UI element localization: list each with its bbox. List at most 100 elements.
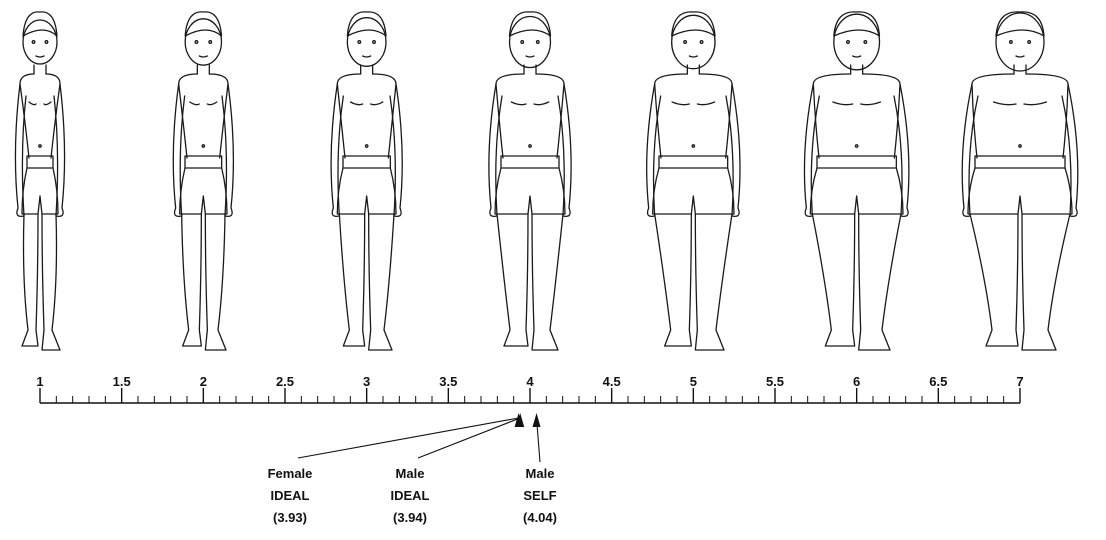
figure-rating-1: [15, 12, 64, 350]
figure-shorts: [495, 156, 565, 214]
figure-eye: [684, 41, 687, 44]
annotation-label: (3.93): [273, 510, 307, 525]
figure-rating-7: [962, 12, 1078, 350]
figure-navel: [365, 145, 367, 147]
figure-mouth: [853, 56, 861, 57]
figure-chest: [833, 102, 881, 105]
figure-rating-6: [804, 12, 908, 350]
figure-arm-right: [390, 84, 402, 216]
figure-eye: [373, 41, 376, 44]
figure-leg-left: [339, 214, 364, 346]
figure-shorts: [180, 156, 227, 214]
annotation-label: IDEAL: [391, 488, 430, 503]
scale-tick-label: 1: [36, 374, 43, 389]
figure-hair: [23, 12, 57, 36]
figure-navel: [202, 145, 204, 147]
annotation-label: (4.04): [523, 510, 557, 525]
figure-navel: [529, 145, 531, 147]
figure-navel: [1019, 145, 1021, 147]
figure-arm-right: [54, 84, 65, 216]
figure-leg-right: [369, 214, 394, 350]
rating-annotations: FemaleIDEAL (3.93) MaleIDEAL (3.94) MaleSELF…: [268, 413, 557, 525]
figure-mouth: [526, 56, 534, 57]
figure-hair: [996, 12, 1044, 36]
figure-mouth: [199, 56, 207, 57]
figure-shorts: [810, 156, 903, 214]
figure-navel: [692, 145, 694, 147]
figure-head: [834, 14, 880, 70]
figure-rating-2: [173, 12, 233, 350]
figure-navel: [39, 145, 41, 147]
figure-mouth: [36, 56, 44, 57]
figure-head: [672, 15, 715, 68]
annotation-label: Female: [268, 466, 313, 481]
figure-chest: [994, 102, 1047, 105]
scale-tick-label: 2: [200, 374, 207, 389]
scale-tick-label: 4: [526, 374, 534, 389]
figure-shorts: [22, 156, 58, 214]
scale-tick-label: 5.5: [766, 374, 784, 389]
annotation-label: Male: [526, 466, 555, 481]
scale-tick-label: 1.5: [113, 374, 131, 389]
figure-eye: [864, 41, 867, 44]
figure-eye: [536, 41, 539, 44]
scale-tick-label: 4.5: [603, 374, 621, 389]
annotation-label: Male: [396, 466, 425, 481]
scale-tick-label: 5: [690, 374, 697, 389]
figure-leg-right: [42, 214, 60, 350]
figure-navel: [855, 145, 857, 147]
scale-tick-label: 6: [853, 374, 860, 389]
scale-tick-label: 7: [1016, 374, 1023, 389]
figure-mouth: [1016, 56, 1024, 57]
figure-arm-left: [331, 84, 343, 216]
figure-chest: [190, 102, 217, 105]
figure-silhouettes: [15, 12, 1077, 350]
figure-leg-left: [812, 214, 854, 346]
figure-head: [510, 17, 551, 68]
figure-shorts: [968, 156, 1072, 214]
figure-rating-3: [331, 12, 402, 350]
figure-leg-right: [695, 214, 732, 350]
annotation-label: SELF: [523, 488, 556, 503]
annotation-label: (3.94): [393, 510, 427, 525]
figure-neck: [197, 65, 209, 74]
figure-leg-left: [970, 214, 1018, 346]
annotation-label: IDEAL: [271, 488, 310, 503]
figure-chest: [511, 102, 548, 105]
figure-eye: [358, 41, 361, 44]
figure-leg-right: [532, 214, 563, 350]
figure-neck: [1014, 65, 1026, 74]
figure-head: [185, 19, 221, 65]
figure-shorts: [653, 156, 734, 214]
annotation-arrowhead: [533, 413, 541, 427]
figure-arm-left: [15, 84, 26, 216]
figure-rating-4: [489, 12, 571, 350]
scale-tick-label: 2.5: [276, 374, 294, 389]
scale-tick-label: 6.5: [929, 374, 947, 389]
figure-rating-5: [647, 12, 740, 350]
figure-eye: [1028, 41, 1031, 44]
figure-eye: [1010, 41, 1013, 44]
figure-leg-left: [182, 214, 202, 346]
figure-mouth: [689, 56, 697, 57]
figure-neck: [34, 65, 46, 74]
scale-tick-label: 3.5: [439, 374, 457, 389]
figure-eye: [209, 41, 212, 44]
figure-eye: [195, 41, 198, 44]
figure-head: [996, 13, 1044, 71]
figure-arm-left: [173, 84, 184, 216]
figure-shorts: [337, 156, 396, 214]
figure-neck: [687, 65, 699, 74]
figure-chest: [351, 102, 383, 105]
annotation-pointer-line: [298, 418, 519, 458]
figure-leg-right: [859, 214, 901, 350]
figure-eye: [45, 41, 48, 44]
figure-eye: [847, 41, 850, 44]
figure-leg-left: [22, 214, 38, 346]
figure-leg-right: [1022, 214, 1070, 350]
figure-chest: [29, 102, 51, 105]
figure-eye: [700, 41, 703, 44]
figure-arm-right: [222, 84, 233, 216]
